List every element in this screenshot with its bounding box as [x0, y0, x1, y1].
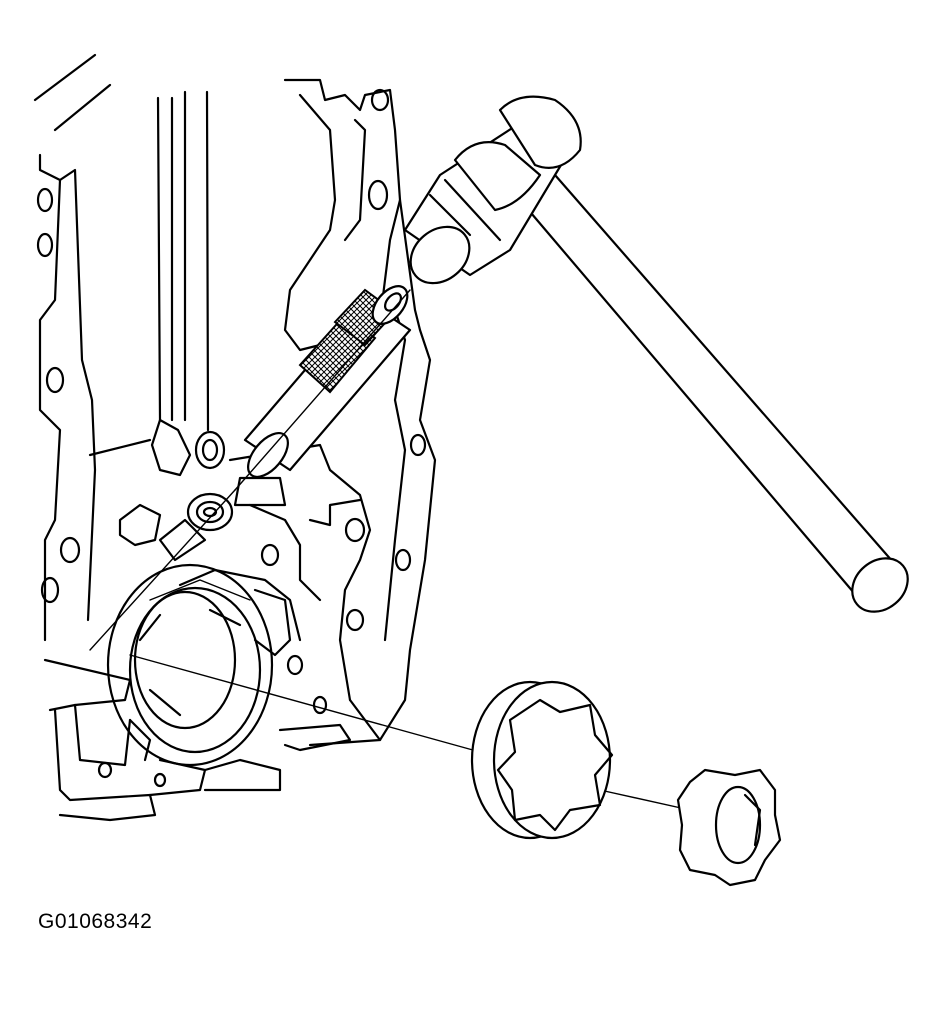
oil-seal — [186, 492, 234, 532]
inner-rotor — [676, 768, 782, 887]
figure-id-label: G01068342 — [38, 910, 153, 933]
engine-front-cover — [33, 53, 437, 822]
outer-rotor — [470, 680, 614, 840]
hammer — [403, 95, 909, 613]
alignment-lines — [89, 289, 691, 811]
